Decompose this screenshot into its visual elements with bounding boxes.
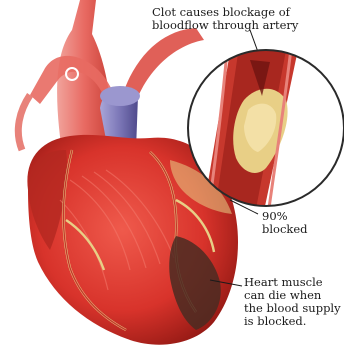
heart-muscle-callout-label: Heart muscle can die when the blood supp… (244, 276, 344, 328)
percent-blocked-label: 90% blocked (262, 210, 342, 236)
clot-callout-label: Clot causes blockage of bloodflow throug… (152, 6, 342, 32)
